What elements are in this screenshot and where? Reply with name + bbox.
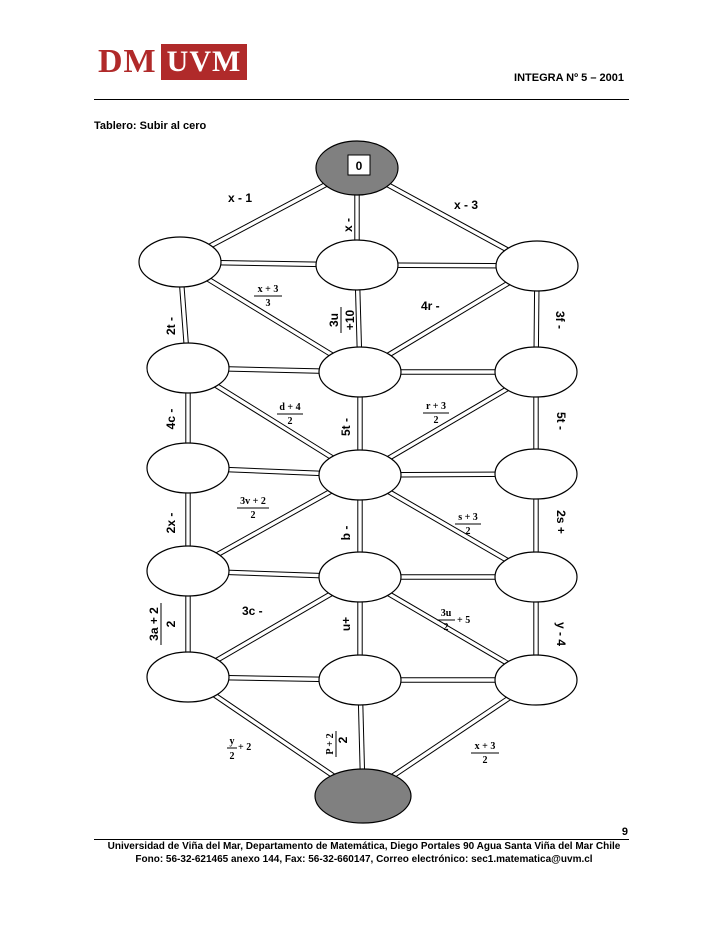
label-d-plus-4-num: d + 4: [279, 402, 300, 413]
uvm-logo: DM UVM: [98, 43, 248, 80]
header-divider: [94, 99, 629, 100]
board-node-m1: [315, 239, 399, 291]
label-plus-5: + 5: [457, 615, 470, 626]
logo-uvm-text: UVM: [160, 44, 248, 80]
board-node-l5: [146, 651, 230, 703]
label-p-plus-2: P + 2: [325, 733, 336, 754]
label-3v-plus-2-den: 2: [251, 510, 256, 521]
board-node-r5: [494, 654, 578, 706]
label-2x: 2x -: [164, 513, 178, 534]
label-4c: 4c -: [164, 409, 178, 430]
board-node-r2: [494, 346, 578, 398]
board-node-m2: [318, 346, 402, 398]
label-y-den: 2: [230, 751, 235, 762]
board-title: Tablero: Subir al cero: [94, 120, 207, 132]
label-3u-num: 3u: [441, 608, 452, 619]
label-plus-10: +10: [343, 309, 357, 330]
label-x-plus-3-b-num: x + 3: [475, 741, 496, 752]
board-node-m5: [318, 654, 402, 706]
label-4r: 4r -: [421, 299, 440, 313]
document-title: INTEGRA Nº 5 – 2001: [514, 72, 624, 84]
top-node-value: 0: [356, 159, 363, 173]
label-3a-plus-2-num: 3a + 2: [147, 607, 161, 641]
label-3u: 3u: [327, 313, 341, 327]
top-node-value-box: [347, 154, 371, 176]
board-node-bot: [314, 768, 412, 824]
label-3a-plus-2-den: 2: [164, 620, 178, 627]
label-x-minus-3: x - 3: [454, 198, 478, 212]
label-x-minus: x -: [341, 218, 355, 232]
label-2s-plus: 2s +: [554, 510, 568, 534]
page-number: 9: [621, 826, 628, 838]
label-u-plus: u+: [339, 617, 353, 631]
board-node-m4: [318, 551, 402, 603]
label-r-plus-3-num: r + 3: [426, 401, 446, 412]
label-2t: 2t -: [164, 317, 178, 335]
label-x-plus-3-num: x + 3: [258, 284, 279, 295]
label-3c: 3c -: [242, 604, 263, 618]
label-3u-den: 2: [444, 622, 449, 633]
footer-line-1: Universidad de Viña del Mar, Departament…: [107, 841, 621, 852]
label-5t-right: 5t -: [554, 412, 568, 430]
board-node-r4: [494, 551, 578, 603]
label-x-plus-3-den: 3: [266, 298, 271, 309]
board-node-l3: [146, 442, 230, 494]
label-s-plus-3-den: 2: [466, 526, 471, 537]
label-3v-plus-2-num: 3v + 2: [240, 496, 266, 507]
footer-line-2: Fono: 56-32-621465 anexo 144, Fax: 56-32…: [135, 854, 593, 865]
label-r-plus-3-den: 2: [434, 415, 439, 426]
logo-dm-text: DM: [98, 43, 157, 80]
label-5t-mid: 5t -: [339, 418, 353, 436]
label-d-plus-4-den: 2: [288, 416, 293, 427]
board-node-m3: [318, 449, 402, 501]
label-x-minus-1: x - 1: [228, 191, 252, 205]
label-y-plus-2: + 2: [238, 742, 251, 753]
label-y-num: y: [230, 736, 235, 747]
footer-divider: [94, 839, 629, 840]
label-x-plus-3-b-den: 2: [483, 755, 488, 766]
board-nodes: [138, 140, 579, 824]
label-y-minus-4: y - 4: [554, 622, 568, 646]
board-node-l4: [146, 545, 230, 597]
label-b-minus: b -: [339, 526, 353, 541]
board-node-r1: [495, 240, 579, 292]
board-node-l2: [146, 342, 230, 394]
board-node-l1: [138, 236, 222, 288]
label-s-plus-3-num: s + 3: [458, 512, 478, 523]
board-node-r3: [494, 448, 578, 500]
label-p-den: 2: [336, 736, 350, 743]
label-3f: 3f -: [553, 311, 567, 329]
